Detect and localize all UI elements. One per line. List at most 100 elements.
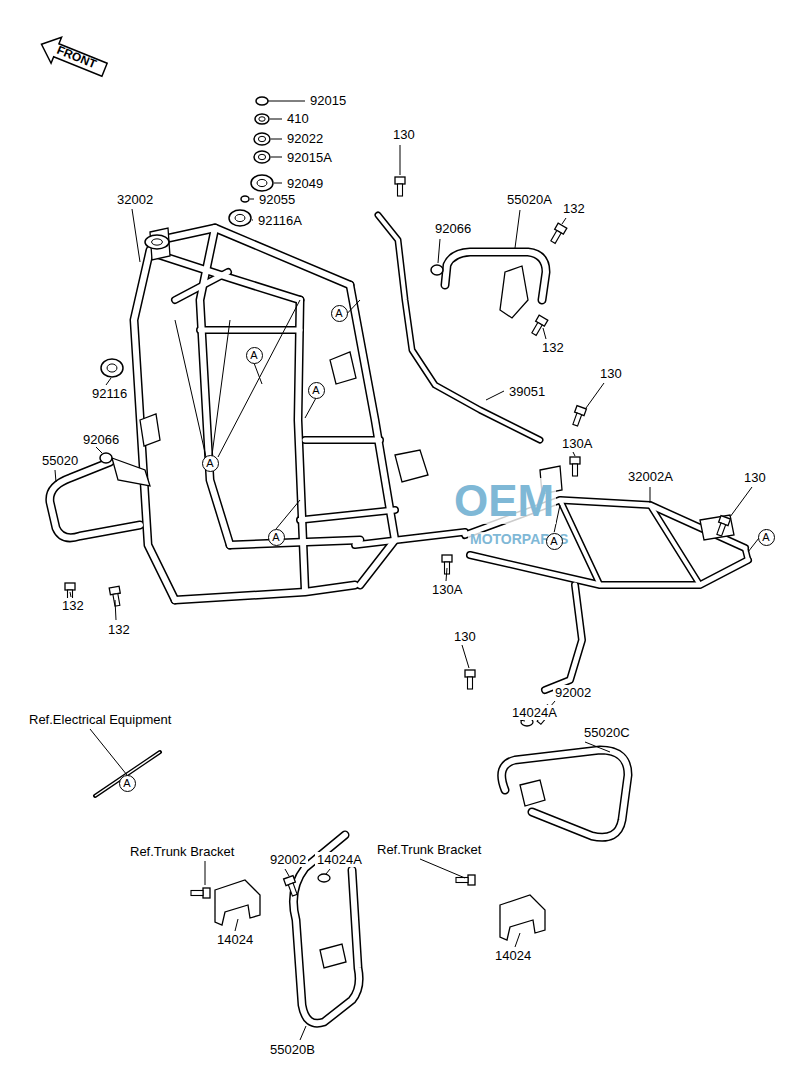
leader-line [276, 500, 300, 529]
bearing-bore [257, 179, 267, 186]
leader-line [106, 378, 111, 385]
reference-letter: A [123, 778, 130, 789]
part-number: 55020A [505, 192, 554, 207]
reference-note: Ref.Trunk Bracket [128, 844, 236, 859]
leader-line [300, 1026, 306, 1040]
leader-line [70, 592, 71, 597]
bearing-ring [145, 235, 169, 249]
leader-line [462, 645, 469, 668]
cable-tie [95, 752, 160, 796]
tube-fill [355, 532, 465, 545]
leader-line [270, 119, 282, 120]
reference-circle: A [308, 382, 325, 399]
bearing-ring [256, 97, 268, 105]
part-number: 130 [598, 366, 624, 381]
reference-circle: A [202, 455, 219, 472]
tube-fill [305, 438, 380, 443]
part-number: 132 [60, 598, 86, 613]
part-number: 92022 [285, 131, 325, 146]
bearing-bore [235, 214, 245, 221]
bearing-ring [254, 151, 270, 163]
leader-line [420, 859, 465, 878]
bracket-plate [140, 414, 160, 446]
tube-outline [502, 750, 628, 837]
bearing-ring [101, 359, 123, 377]
bracket-plate [700, 515, 734, 540]
reference-letter: A [550, 536, 557, 547]
leader-line [438, 239, 440, 263]
leader-line [115, 600, 116, 620]
tube-fill [545, 585, 582, 690]
tube-fill [470, 555, 748, 585]
leader-line [271, 139, 282, 140]
part-number: 132 [106, 622, 132, 637]
tube-fill [502, 750, 628, 837]
part-number: 55020C [582, 725, 632, 740]
part-number: 32002A [626, 469, 675, 484]
part-number: 55020 [40, 453, 80, 468]
leader-line [55, 470, 56, 482]
reference-circle: A [268, 529, 285, 546]
tube-outline [300, 510, 395, 520]
leader-line [515, 210, 520, 248]
part-number: 130 [391, 127, 417, 142]
bolt-symbol [571, 406, 587, 427]
tube-outline [160, 228, 350, 285]
bolt-symbol [570, 457, 580, 476]
tube-fill [378, 215, 540, 440]
part-number: 92055 [257, 192, 297, 207]
tube-outline [230, 540, 360, 545]
part-number: 92002 [553, 685, 593, 700]
bolt-symbol [456, 875, 475, 885]
reference-letter: A [272, 532, 279, 543]
bolt-symbol [395, 177, 405, 196]
tube-fill [150, 252, 300, 300]
tube-outline [200, 326, 300, 334]
bearing-ring [431, 265, 443, 275]
part-number: 130 [742, 470, 768, 485]
bracket-plate [520, 780, 545, 806]
tube-fill [230, 540, 360, 545]
leader-line [305, 398, 316, 418]
part-number: 55020B [268, 1042, 317, 1057]
part-number: 14024A [510, 705, 559, 720]
tube-outline [545, 585, 582, 690]
reference-note: Ref.Trunk Bracket [375, 842, 483, 857]
bolt-symbol [465, 670, 475, 689]
bracket-plate [330, 352, 356, 384]
part-number: 92015A [285, 150, 334, 165]
leader-line [562, 218, 566, 224]
leader-line [271, 157, 282, 158]
reference-letter: A [250, 350, 257, 361]
reference-letter: A [206, 458, 213, 469]
reference-letter: A [335, 308, 342, 319]
bearing-bore [259, 117, 265, 122]
bracket-plate [320, 944, 346, 968]
part-number: 132 [540, 340, 566, 355]
bearing-bore [258, 136, 265, 141]
leader-line [205, 861, 206, 885]
tube-fill [175, 585, 355, 600]
bolt-symbol [191, 888, 210, 898]
part-number: 14024A [315, 852, 364, 867]
cable-tie-fill [95, 752, 160, 796]
tube-fill [300, 510, 395, 520]
part-number: 39051 [507, 384, 547, 399]
tube-outline [355, 532, 465, 545]
bearing-bore [258, 154, 265, 159]
tube-outline [134, 250, 175, 600]
reference-circle: A [331, 305, 348, 322]
part-number: 92049 [285, 176, 325, 191]
leader-line [400, 145, 401, 175]
bearing-ring [100, 453, 112, 463]
bearing-ring [229, 210, 251, 226]
part-number: 410 [285, 111, 311, 126]
part-number: 14024 [215, 932, 255, 947]
leader-line [326, 869, 330, 874]
washer [318, 874, 330, 882]
leader-line [486, 391, 504, 400]
reference-circle: A [119, 775, 136, 792]
leader-line [586, 383, 604, 408]
tube-fill [160, 228, 350, 285]
